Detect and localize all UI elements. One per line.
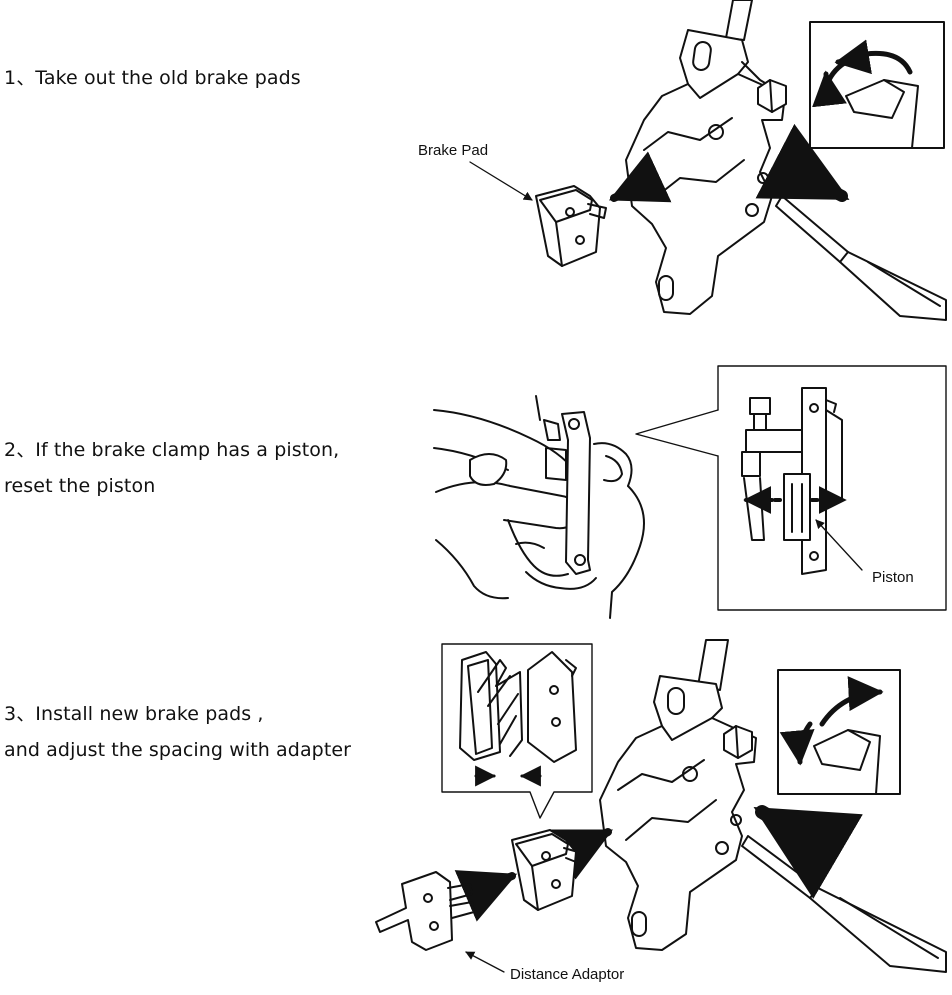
screwdriver-icon: [775, 195, 947, 321]
piston-label: Piston: [872, 569, 914, 586]
step-2-line-1: 2、If the brake clamp has a piston,: [4, 439, 340, 461]
step-3-line-2: and adjust the spacing with adapter: [4, 739, 352, 761]
caliper-in-hand: [535, 395, 591, 575]
new-brake-pad-illustration: [511, 829, 579, 911]
hands-illustration: [433, 409, 645, 619]
inset-rotate-tool-install: [777, 669, 901, 795]
inset-pad-spacing: [441, 643, 593, 819]
brake-pad-label: Brake Pad: [418, 142, 489, 159]
step-1-text: 1、Take out the old brake pads: [4, 60, 301, 96]
bleed-bolt: [757, 79, 787, 113]
step-2-illustration: [433, 365, 947, 619]
brake-pad-illustration: [535, 185, 607, 267]
inset-rotate-tool: [809, 21, 945, 149]
step-2-text: 2、If the brake clamp has a piston, reset…: [4, 432, 339, 504]
step-1-illustration: [469, 0, 947, 321]
caliper-body-install: [599, 675, 757, 951]
screwdriver-install-icon: [741, 835, 947, 973]
step-2-line-2: reset the piston: [4, 475, 156, 497]
inset-piston-detail: [717, 365, 947, 611]
step-3-line-1: 3、Install new brake pads ,: [4, 703, 264, 725]
caliper-body: [625, 29, 786, 315]
distance-adaptor-illustration: [375, 871, 475, 951]
distance-adaptor-label: Distance Adaptor: [510, 966, 625, 983]
step-3-illustration: [375, 639, 947, 973]
step-3-text: 3、Install new brake pads , and adjust th…: [4, 696, 351, 768]
step-1-line-1: 1、Take out the old brake pads: [4, 67, 301, 89]
